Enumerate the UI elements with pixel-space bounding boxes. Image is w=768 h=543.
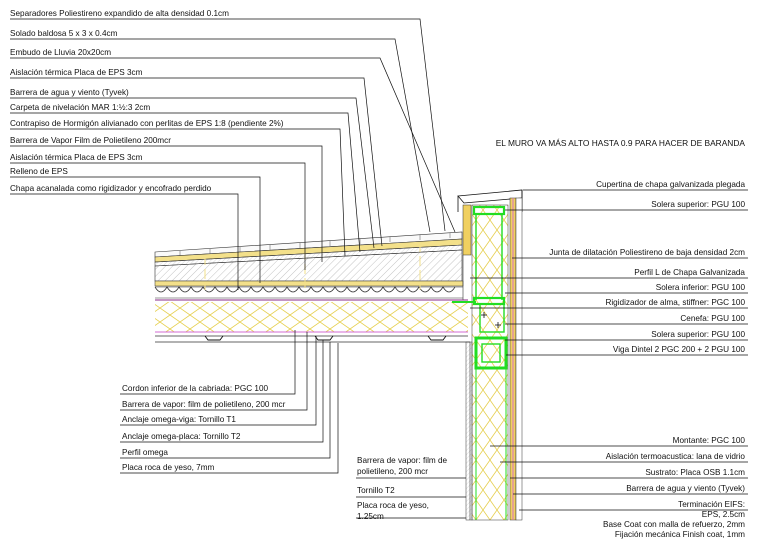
eps-fill: [154, 280, 464, 287]
bottom-left-label-group: Cordon inferior de la cabriada: PGC 100 …: [122, 384, 286, 472]
label-aislacion-2: Aislación térmica Placa de EPS 3cm: [10, 153, 143, 162]
label-placa-yeso-1: Placa roca de yeso,: [357, 501, 429, 510]
label-montante: Montante: PGC 100: [673, 436, 746, 445]
bottom-right-label-group: Montante: PGC 100 Aislación termoacustic…: [603, 436, 745, 539]
label-vapor-wall-2: polietileno, 200 mcr: [357, 467, 428, 476]
label-perfil-l: Perfil L de Chapa Galvanizada: [634, 268, 745, 277]
steel-top-track: [472, 205, 506, 216]
steel-fascia: [479, 303, 505, 333]
roof-slab: [154, 231, 470, 343]
label-solera-inf: Solera inferior: PGU 100: [656, 283, 746, 292]
label-solado: Solado baldosa 5 x 3 x 0.4cm: [10, 29, 118, 38]
leader-lines: [10, 18, 748, 519]
label-relleno: Relleno de EPS: [10, 167, 68, 176]
label-cupertina: Cupertina de chapa galvanizada plegada: [596, 180, 745, 189]
wall: [452, 189, 523, 521]
label-cenefa: Cenefa: PGU 100: [680, 314, 745, 323]
label-placa-yeso-2: 1.25cm: [357, 512, 384, 521]
label-vapor-wall-1: Barrera de vapor: film de: [357, 456, 448, 465]
right-label-group: Cupertina de chapa galvanizada plegada S…: [549, 180, 745, 354]
left-label-group: Separadores Poliestireno expandido de al…: [10, 9, 284, 193]
label-embudo: Embudo de Lluvia 20x20cm: [10, 48, 111, 57]
label-contrapiso: Contrapiso de Hormigón alivianado con pe…: [10, 119, 284, 128]
tile-joints: [179, 233, 451, 256]
label-anclaje-viga: Anclaje omega-viga: Tornillo T1: [122, 415, 236, 424]
label-placa-yeso-7: Placa roca de yeso, 7mm: [122, 463, 215, 472]
label-tyvek-roof: Barrera de agua y viento (Tyvek): [10, 88, 129, 97]
label-osb: Sustrato: Placa OSB 1.1cm: [645, 468, 745, 477]
label-barrera-vapor-roof: Barrera de Vapor Film de Polietileno 200…: [10, 136, 171, 145]
label-eps-25: EPS, 2.5cm: [702, 510, 745, 519]
note-baranda: EL MURO VA MÁS ALTO HASTA 0.9 PARA HACER…: [496, 138, 746, 148]
label-junta: Junta de dilatación Poliestireno de baja…: [549, 248, 745, 257]
label-base-coat: Base Coat con malla de refuerzo, 2mm: [603, 520, 745, 529]
label-separadores: Separadores Poliestireno expandido de al…: [10, 9, 229, 18]
lintel-beam: [474, 336, 508, 370]
label-anclaje-placa: Anclaje omega-placa: Tornillo T2: [122, 432, 241, 441]
label-finish-coat: Fijación mecánica Finish coat, 1mm: [615, 530, 745, 539]
label-aislacion-1: Aislación térmica Placa de EPS 3cm: [10, 68, 143, 77]
bottom-mid-label-group: Barrera de vapor: film de polietileno, 2…: [357, 456, 448, 521]
label-rigidizador: Rigidizador de alma, stiffner: PGC 100: [605, 298, 745, 307]
label-solera-sup-1: Solera superior: PGU 100: [651, 200, 745, 209]
ceiling-insulation: [155, 302, 468, 332]
label-tornillo-t2: Tornillo T2: [357, 486, 395, 495]
inner-gypsum: [465, 341, 473, 521]
label-viga-dintel: Viga Dintel 2 PGC 200 + 2 PGU 100: [613, 345, 746, 354]
omega-profiles: [204, 335, 447, 341]
label-tyvek-wall: Barrera de agua y viento (Tyvek): [626, 484, 745, 493]
eifs-layer: [515, 197, 523, 521]
label-chapa: Chapa acanalada como rigidizador y encof…: [10, 184, 212, 193]
label-cordon: Cordon inferior de la cabriada: PGC 100: [122, 384, 269, 393]
label-lana-vidrio: Aislación termoacustica: lana de vidrio: [606, 452, 746, 461]
corrugated-sheet: [154, 286, 456, 293]
label-solera-sup-2: Solera superior: PGU 100: [651, 330, 745, 339]
label-eifs: Terminación EIFS:: [678, 500, 745, 509]
label-carpeta: Carpeta de nivelación MAR 1:½:3 2cm: [10, 103, 150, 112]
label-barrera-vapor-ceiling: Barrera de vapor: film de polietileno, 2…: [122, 400, 286, 409]
label-perfil-omega: Perfil omega: [122, 448, 168, 457]
